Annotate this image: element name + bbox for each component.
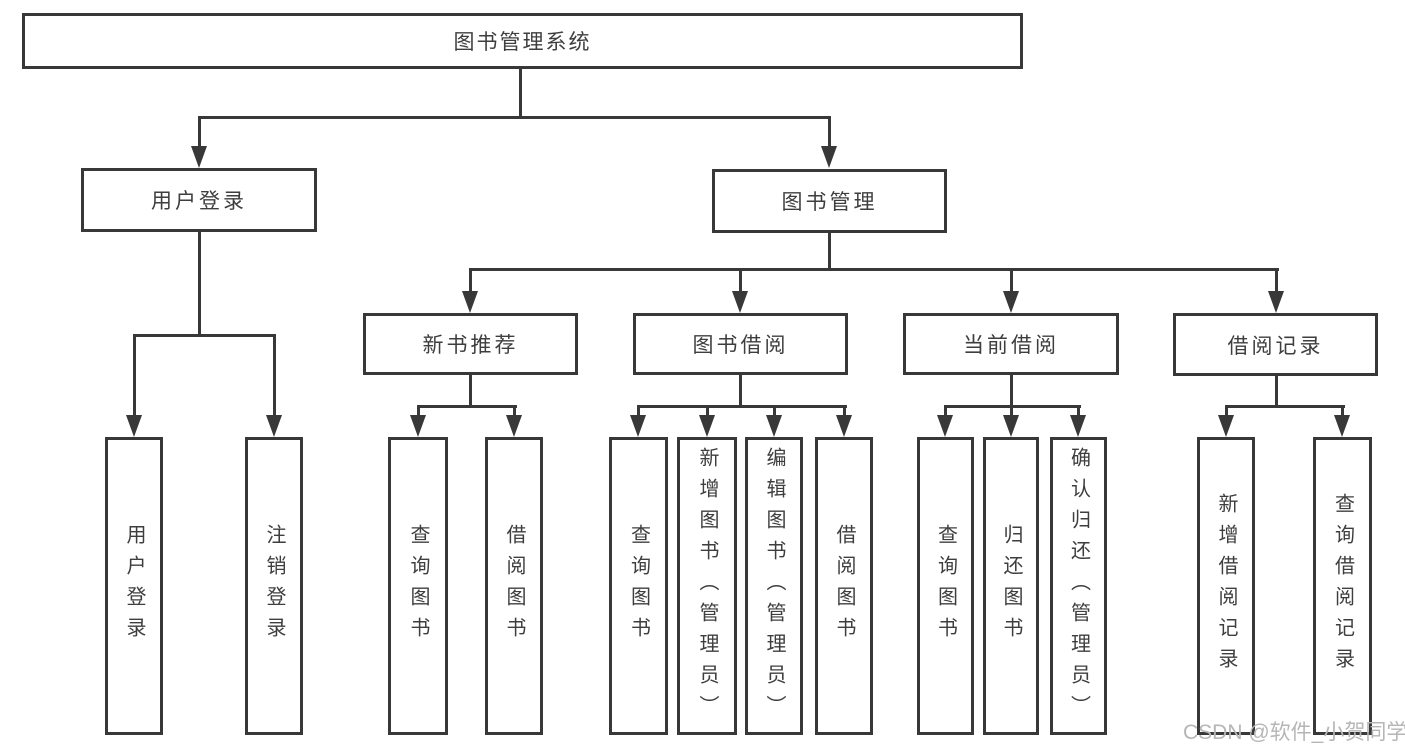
node-edit-book-admin: 编辑图书（管理员） xyxy=(745,437,803,735)
connector-drop xyxy=(637,405,640,417)
connector-drop xyxy=(843,405,846,417)
arrow-down-icon xyxy=(1003,291,1019,313)
node-book-management-branch: 图书管理 xyxy=(712,169,947,233)
connector-drop xyxy=(739,268,742,293)
connector-hline xyxy=(133,334,276,337)
arrow-down-icon xyxy=(836,415,852,437)
arrow-down-icon xyxy=(630,415,646,437)
node-current-borrow: 当前借阅 xyxy=(903,313,1119,375)
connector-drop xyxy=(1341,405,1344,417)
connector-drop xyxy=(1010,268,1013,293)
node-logout: 注销登录 xyxy=(245,437,303,735)
connector-drop xyxy=(1225,405,1228,417)
arrow-down-icon xyxy=(699,415,715,437)
arrow-down-icon xyxy=(462,291,478,313)
node-query-books-recommend: 查询图书 xyxy=(388,437,448,735)
watermark-text: CSDN @软件_小贺同学 xyxy=(1183,721,1405,744)
arrow-down-icon xyxy=(506,415,522,437)
connector-stem xyxy=(469,375,472,407)
connector-hline xyxy=(469,268,1279,271)
node-borrow-books-recommend: 借阅图书 xyxy=(485,437,543,735)
connector-stem xyxy=(519,69,522,119)
connector-stem xyxy=(1010,375,1013,407)
node-return-books: 归还图书 xyxy=(983,437,1039,735)
arrow-down-icon xyxy=(1218,415,1234,437)
arrow-down-icon xyxy=(1070,415,1086,437)
node-borrow-books: 借阅图书 xyxy=(815,437,873,735)
connector-drop xyxy=(944,405,947,417)
connector-stem xyxy=(739,375,742,407)
arrow-down-icon xyxy=(821,146,837,168)
node-add-borrow-record: 新增借阅记录 xyxy=(1197,437,1255,735)
arrow-down-icon xyxy=(1003,415,1019,437)
arrow-down-icon xyxy=(1268,291,1284,313)
connector-drop xyxy=(513,405,516,417)
connector-stem xyxy=(828,233,831,270)
connector-hline xyxy=(1225,405,1345,408)
node-book-borrow: 图书借阅 xyxy=(633,313,848,375)
arrow-down-icon xyxy=(126,415,142,437)
node-book-management-system: 图书管理系统 xyxy=(22,13,1023,69)
connector-hline xyxy=(637,405,847,408)
connector-drop xyxy=(706,405,709,417)
node-user-login: 用户登录 xyxy=(105,437,163,735)
node-new-book-recommend: 新书推荐 xyxy=(363,313,578,375)
connector-hline xyxy=(198,116,831,119)
arrow-down-icon xyxy=(410,415,426,437)
connector-drop xyxy=(828,116,831,148)
node-borrow-records: 借阅记录 xyxy=(1173,313,1378,376)
arrow-down-icon xyxy=(191,146,207,168)
connector-drop xyxy=(273,334,276,417)
arrow-down-icon xyxy=(937,415,953,437)
connector-drop xyxy=(1077,405,1080,417)
node-query-books-borrow: 查询图书 xyxy=(609,437,668,735)
connector-drop xyxy=(773,405,776,417)
connector-stem xyxy=(198,232,201,336)
node-add-book-admin: 新增图书（管理员） xyxy=(677,437,737,735)
node-confirm-return-admin: 确认归还（管理员） xyxy=(1050,437,1107,735)
node-query-borrow-record: 查询借阅记录 xyxy=(1313,437,1372,735)
connector-drop xyxy=(469,268,472,293)
arrow-down-icon xyxy=(732,291,748,313)
connector-drop xyxy=(1010,405,1013,417)
arrow-down-icon xyxy=(266,415,282,437)
arrow-down-icon xyxy=(1334,415,1350,437)
connector-drop xyxy=(198,116,201,148)
connector-drop xyxy=(1275,268,1278,293)
node-query-books-current: 查询图书 xyxy=(917,437,974,735)
connector-stem xyxy=(1275,376,1278,407)
arrow-down-icon xyxy=(766,415,782,437)
connector-drop xyxy=(133,334,136,417)
connector-drop xyxy=(417,405,420,417)
node-user-login-branch: 用户登录 xyxy=(81,168,317,232)
connector-hline xyxy=(417,405,517,408)
